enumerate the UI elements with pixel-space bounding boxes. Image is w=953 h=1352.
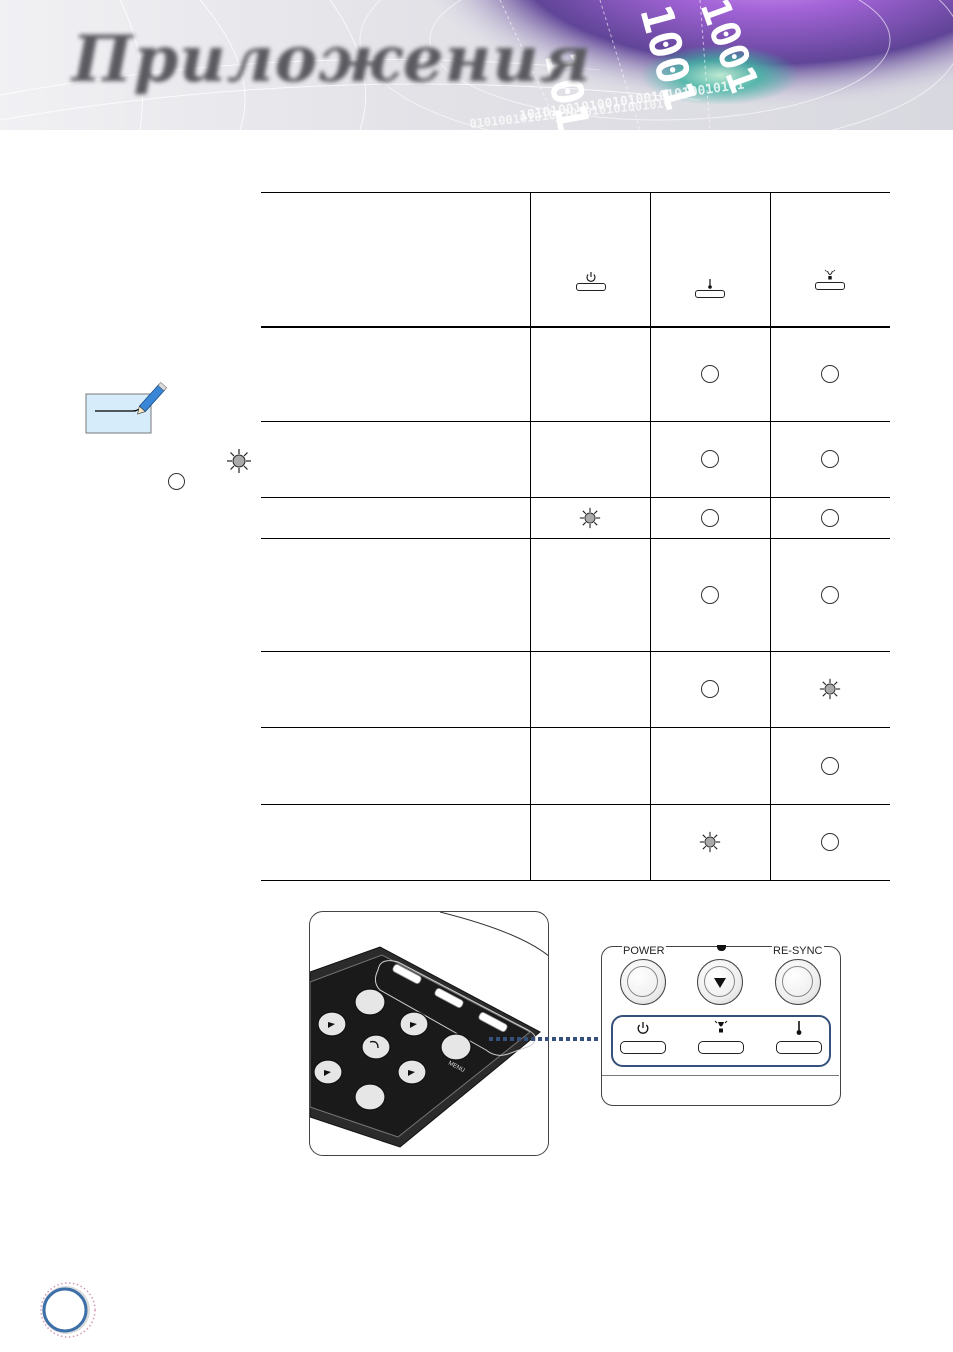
control-panel-closeup: POWER RE-SYNC — [601, 945, 841, 1106]
page-title: Приложения — [72, 22, 592, 97]
table-row-rule — [261, 651, 890, 652]
table-top-rule — [261, 192, 890, 193]
table-bottom-rule — [261, 880, 890, 881]
table-col-rule — [770, 192, 771, 880]
table-row-rule — [261, 497, 890, 498]
blink-sun-icon — [819, 678, 841, 700]
off-circle-icon — [701, 586, 719, 604]
resync-label: RE-SYNC — [772, 945, 824, 957]
power-button[interactable] — [620, 959, 666, 1005]
off-circle-icon — [821, 833, 839, 851]
off-circle-icon — [701, 450, 719, 468]
menu-dot-icon — [717, 945, 726, 951]
page-number-badge — [40, 1282, 96, 1338]
blink-sun-icon — [579, 507, 601, 529]
banner-graphic: 1010 1001 1001 1010100101001010010101001… — [0, 0, 953, 130]
lamp-led-window — [698, 1041, 744, 1054]
power-led-window — [620, 1041, 666, 1054]
table-col-rule — [530, 192, 531, 880]
power-led-icon — [586, 272, 596, 282]
lamp-led-icon — [714, 1020, 728, 1033]
temp-led-icon — [796, 1021, 802, 1035]
off-circle-icon — [821, 757, 839, 775]
note-pencil-icon — [85, 382, 168, 434]
power-label: POWER — [622, 945, 666, 957]
table-row-rule — [261, 421, 890, 422]
table-col-rule — [650, 192, 651, 880]
lamp-led-window — [815, 282, 845, 290]
off-circle-icon — [701, 509, 719, 527]
down-arrow-button[interactable] — [697, 959, 743, 1005]
lamp-led-icon — [824, 269, 836, 280]
off-circle-icon — [821, 586, 839, 604]
projector-keypad-drawing: MENU — [310, 912, 548, 1148]
down-triangle-icon — [714, 978, 726, 988]
power-led-icon — [637, 1022, 649, 1034]
off-circle-icon — [168, 473, 185, 490]
table-row-rule — [261, 538, 890, 539]
blink-sun-icon — [227, 449, 251, 473]
off-circle-icon — [701, 680, 719, 698]
panel-edge-line — [602, 1075, 839, 1076]
off-circle-icon — [821, 509, 839, 527]
projector-top-illustration: MENU — [309, 911, 549, 1156]
off-circle-icon — [821, 365, 839, 383]
table-header-rule — [261, 326, 890, 328]
blink-sun-icon — [699, 831, 721, 853]
temp-led-icon — [708, 279, 712, 289]
resync-button[interactable] — [775, 959, 821, 1005]
header-banner: 1010 1001 1001 1010100101001010010101001… — [0, 0, 953, 130]
off-circle-icon — [821, 450, 839, 468]
temp-led-window — [776, 1041, 822, 1054]
table-row-rule — [261, 727, 890, 728]
power-led-window — [576, 283, 606, 291]
table-row-rule — [261, 804, 890, 805]
led-group-highlight — [611, 1015, 831, 1067]
led-status-table — [261, 192, 890, 882]
temp-led-window — [695, 290, 725, 298]
off-circle-icon — [701, 365, 719, 383]
